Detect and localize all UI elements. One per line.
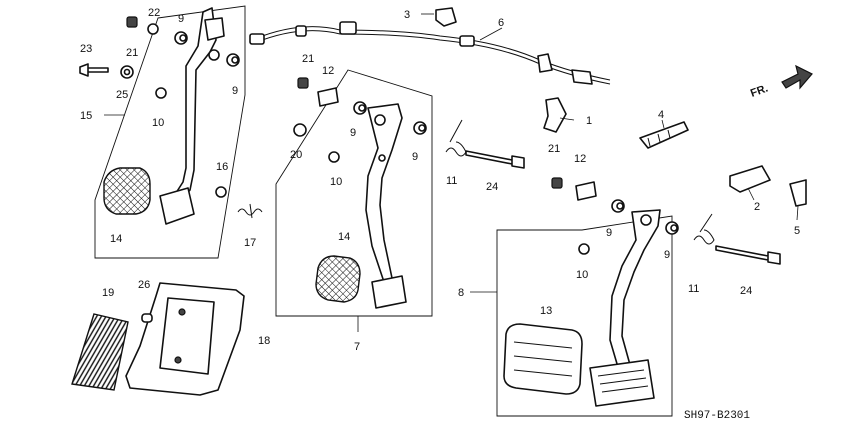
callout-21-c: 21 bbox=[548, 143, 560, 155]
cable-clip-icon bbox=[435, 7, 457, 27]
callout-11-b: 11 bbox=[688, 283, 699, 295]
callout-4: 4 bbox=[658, 109, 664, 121]
bushing-tube bbox=[317, 87, 339, 107]
callout-25: 25 bbox=[116, 89, 128, 101]
diagram-code: SH97-B2301 bbox=[684, 410, 750, 422]
callout-21-a: 21 bbox=[126, 47, 138, 59]
callout-26: 26 bbox=[138, 279, 150, 291]
callout-24-b: 24 bbox=[740, 285, 752, 297]
callout-1: 1 bbox=[586, 115, 592, 127]
washer-icon bbox=[147, 23, 159, 35]
callout-10-a: 10 bbox=[152, 117, 164, 129]
ribbed-floor-pad bbox=[71, 313, 129, 391]
pedal-pad-cover-left bbox=[103, 167, 151, 215]
auto-brake-pedal-arm bbox=[609, 209, 661, 375]
cable-group bbox=[249, 7, 611, 133]
callout-24-a: 24 bbox=[486, 181, 498, 193]
callout-9-f: 9 bbox=[664, 249, 670, 261]
callout-18: 18 bbox=[258, 335, 270, 347]
clip-icon bbox=[141, 313, 153, 323]
callout-13: 13 bbox=[540, 305, 552, 317]
stopper-icon bbox=[578, 243, 590, 255]
clutch-pedal-pad bbox=[159, 187, 195, 225]
return-spring-icon bbox=[693, 213, 715, 245]
callout-9-d: 9 bbox=[412, 151, 418, 163]
brake-pedal-pad bbox=[371, 275, 407, 309]
callout-23: 23 bbox=[80, 43, 92, 55]
bracket-icon bbox=[729, 165, 771, 193]
stopper-icon bbox=[155, 87, 167, 99]
cable-icon bbox=[251, 26, 611, 81]
bushing-tube bbox=[575, 181, 597, 201]
callout-15: 15 bbox=[80, 110, 92, 122]
return-spring-icon bbox=[445, 119, 467, 157]
nut-icon bbox=[126, 16, 138, 28]
spring-icon bbox=[237, 203, 263, 219]
floor-pad-group bbox=[71, 282, 245, 396]
brake-pedal-arm bbox=[365, 103, 403, 283]
callout-6: 6 bbox=[498, 17, 504, 29]
callout-19: 19 bbox=[102, 287, 114, 299]
callout-11-a: 11 bbox=[446, 175, 457, 187]
pivot-bolt-icon bbox=[715, 245, 781, 265]
callout-9-a: 9 bbox=[178, 13, 184, 25]
leader-lines bbox=[104, 13, 799, 332]
callout-10-b: 10 bbox=[330, 176, 342, 188]
group-7-frame bbox=[275, 69, 433, 317]
callout-12-b: 12 bbox=[574, 153, 586, 165]
callout-16: 16 bbox=[216, 161, 228, 173]
callout-20: 20 bbox=[290, 149, 302, 161]
callout-22: 22 bbox=[148, 7, 160, 19]
pedal-pad-cover-center bbox=[315, 255, 361, 303]
callout-3: 3 bbox=[404, 9, 410, 21]
auto-brake-pedal-pad bbox=[589, 359, 655, 407]
callout-14-a: 14 bbox=[110, 233, 122, 245]
callout-7: 7 bbox=[354, 341, 360, 353]
pivot-bolt-icon bbox=[465, 150, 525, 169]
stopper-icon bbox=[215, 186, 227, 198]
clip-icon bbox=[789, 179, 807, 207]
front-direction-indicator: FR. bbox=[749, 64, 813, 100]
callout-9-b: 9 bbox=[232, 85, 238, 97]
callout-9-c: 9 bbox=[350, 127, 356, 139]
group-15-frame bbox=[94, 5, 246, 259]
callout-8: 8 bbox=[458, 287, 464, 299]
callout-14-b: 14 bbox=[338, 231, 350, 243]
callout-5: 5 bbox=[794, 225, 800, 237]
bolt-icon bbox=[79, 63, 109, 77]
callout-10-c: 10 bbox=[576, 269, 588, 281]
callout-17: 17 bbox=[244, 237, 256, 249]
automatic-brake-pedal-group bbox=[496, 177, 679, 417]
cap-icon bbox=[293, 123, 307, 137]
nut-icon bbox=[297, 77, 309, 89]
group-8-frame bbox=[496, 215, 673, 417]
callout-labels: 1 2 3 4 5 6 7 8 9 9 9 9 9 9 10 10 10 11 … bbox=[80, 7, 800, 353]
callout-2: 2 bbox=[754, 201, 760, 213]
cable-clip-icon bbox=[543, 97, 567, 133]
stopper-icon bbox=[328, 151, 340, 163]
brake-pedal-group bbox=[275, 69, 433, 317]
callout-9-e: 9 bbox=[606, 227, 612, 239]
nut-icon bbox=[551, 177, 563, 189]
front-arrow-label: FR. bbox=[749, 82, 770, 99]
clutch-pedal-group bbox=[79, 5, 263, 259]
callout-21-b: 21 bbox=[302, 53, 314, 65]
callout-12-a: 12 bbox=[322, 65, 334, 77]
bracket-icon bbox=[639, 121, 689, 149]
front-arrow-icon bbox=[781, 64, 813, 90]
